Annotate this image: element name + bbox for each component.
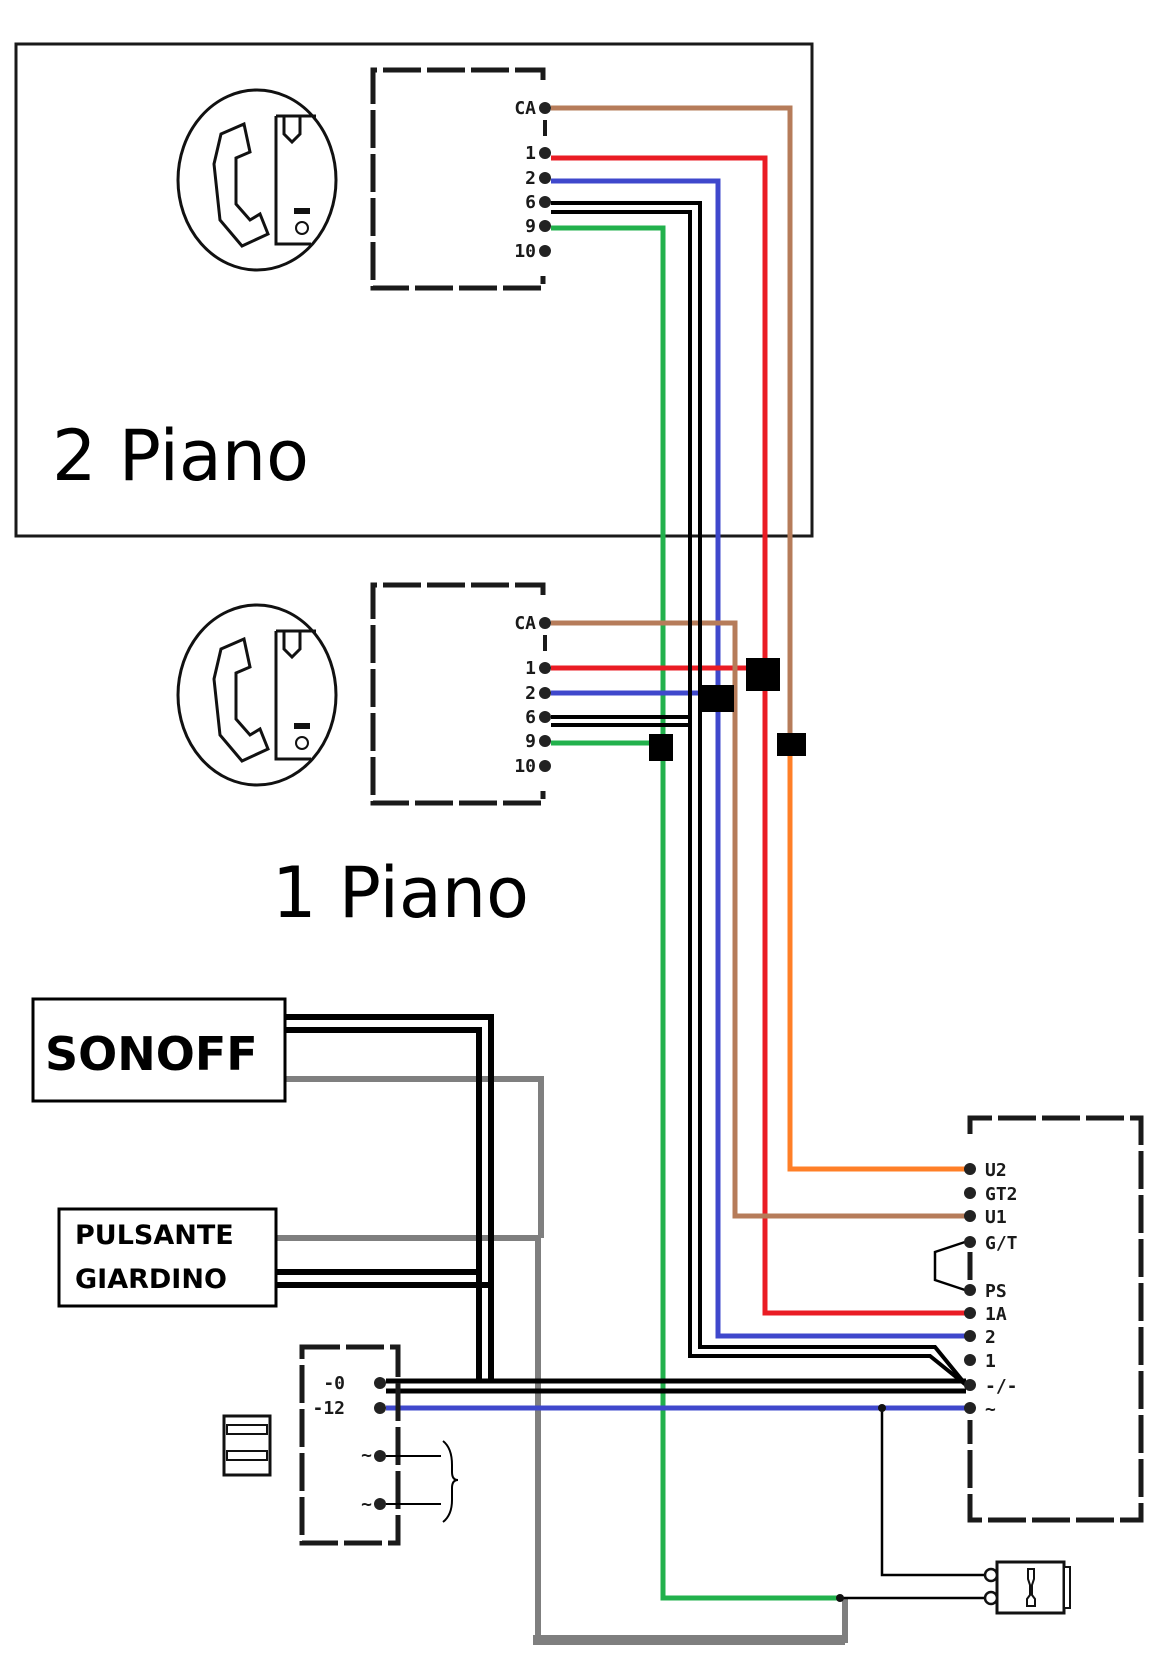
handset-hook — [282, 116, 302, 145]
door-unit-terminal-screw — [964, 1163, 976, 1175]
door-unit-terminal-screw — [964, 1402, 976, 1414]
psu-terminal-label: -0 — [323, 1373, 345, 1394]
handset-terminal-label: 6 — [525, 192, 536, 213]
handset-key — [294, 208, 310, 214]
junction-dot — [836, 1594, 844, 1602]
handset-terminal-screw — [539, 711, 551, 723]
intercom-handset-icon — [176, 88, 338, 272]
door-unit-terminal-label: ~ — [985, 1399, 996, 1420]
wire-lock-blue — [880, 1408, 991, 1577]
floor2-frame — [14, 42, 814, 538]
handset-terminal-screw — [539, 196, 551, 208]
door-unit-terminal-label: GT2 — [985, 1184, 1018, 1205]
handset-hook — [282, 631, 302, 660]
psu-terminal-label: ~ — [361, 1445, 372, 1466]
floor1-label: 1 Piano — [272, 852, 529, 934]
door-unit-frame — [967, 1115, 1144, 1523]
door-unit-terminal-label: U1 — [985, 1207, 1007, 1228]
door-unit-terminal-label: PS — [985, 1281, 1007, 1302]
handset-terminal-screw — [539, 735, 551, 747]
handset-key — [294, 723, 310, 729]
handset-terminal-screw — [539, 172, 551, 184]
handset-terminal-screw — [539, 687, 551, 699]
terminal-block-frame — [370, 67, 546, 291]
handset-terminal-screw — [539, 760, 551, 772]
handset-terminal-label: 9 — [525, 731, 536, 752]
floor1-terminal-block: CA 1 2 6 9 10 — [370, 582, 551, 806]
handset-terminal-label: 10 — [514, 756, 536, 777]
door-unit-terminal-screw — [964, 1284, 976, 1296]
wires — [276, 105, 991, 1645]
wire-orange — [787, 745, 966, 1172]
door-unit-terminal-label: 2 — [985, 1327, 996, 1348]
door-unit-terminal-label: -/- — [985, 1376, 1018, 1397]
handset-terminal-label: 2 — [525, 168, 536, 189]
floor2-label: 2 Piano — [52, 415, 309, 497]
door-unit-terminal-screw — [964, 1210, 976, 1222]
handset-receiver — [212, 121, 270, 248]
wire-red — [551, 155, 966, 1316]
handset-terminal-label: 2 — [525, 683, 536, 704]
junction-green — [649, 734, 673, 761]
handset-terminal-screw — [539, 617, 551, 629]
floor2-terminal-block: CA 1 2 6 9 10 — [370, 67, 551, 291]
handset-terminal-label: 1 — [525, 143, 536, 164]
gt-ps-bridge — [933, 1240, 966, 1292]
psu-terminal-label: -12 — [312, 1398, 345, 1419]
wire-black-b — [551, 210, 968, 1387]
sonoff-label: SONOFF — [45, 1027, 258, 1081]
intercom-handset-icon — [176, 603, 338, 787]
door-unit-terminal-screw — [964, 1236, 976, 1248]
transformer-icon — [222, 1414, 272, 1477]
psu-terminal-label: ~ — [361, 1494, 372, 1515]
junction-blue — [700, 685, 734, 712]
handset-button — [295, 736, 309, 750]
wire-green — [551, 225, 840, 1601]
garden-button-device: PULSANTE GIARDINO — [57, 1207, 278, 1308]
handset-terminal-label: 1 — [525, 658, 536, 679]
handset-terminal-screw — [539, 245, 551, 257]
junction-brown-orange — [777, 733, 806, 756]
handset-button — [295, 221, 309, 235]
garden-button-label-line1: PULSANTE — [75, 1220, 234, 1251]
handset-terminal-screw — [539, 220, 551, 232]
junction-dot — [878, 1404, 886, 1412]
wire-black-sonoff-b — [286, 1027, 482, 1381]
wire-black-a — [551, 201, 968, 1387]
wire-blue — [551, 178, 966, 1339]
handset-terminal-label: 6 — [525, 707, 536, 728]
handset-terminal-screw — [539, 147, 551, 159]
door-unit-terminal-label: U2 — [985, 1160, 1007, 1181]
sonoff-device: SONOFF — [31, 997, 287, 1103]
handset-terminal-label: CA — [514, 98, 536, 119]
handset-terminal-screw — [539, 662, 551, 674]
handset-terminal-screw — [539, 102, 551, 114]
wire-gray — [276, 1076, 848, 1643]
garden-button-label-line2: GIARDINO — [75, 1264, 227, 1295]
wire-black-sonoff-a — [286, 1014, 494, 1381]
door-unit-terminal-screw — [964, 1330, 976, 1342]
terminal-block-frame — [370, 582, 546, 806]
handset-receiver — [212, 636, 270, 763]
electric-lock-icon — [983, 1560, 1071, 1615]
door-unit-terminal-screw — [964, 1354, 976, 1366]
door-unit-terminal-label: 1 — [985, 1351, 996, 1372]
power-supply: -0 -12 ~ ~ — [299, 1344, 459, 1546]
door-unit-terminal-screw — [964, 1379, 976, 1391]
wire-brown-floor1 — [551, 620, 966, 1219]
wire-brown — [551, 105, 793, 745]
door-unit-terminal-screw — [964, 1307, 976, 1319]
door-unit-terminal-label: 1A — [985, 1304, 1007, 1325]
door-unit-terminal-screw — [964, 1187, 976, 1199]
handset-terminal-label: 10 — [514, 241, 536, 262]
junction-red — [746, 658, 780, 691]
handset-terminal-label: 9 — [525, 216, 536, 237]
power-supply-frame — [299, 1344, 401, 1546]
door-unit-terminal-label: G/T — [985, 1233, 1018, 1254]
handset-terminal-label: CA — [514, 613, 536, 634]
